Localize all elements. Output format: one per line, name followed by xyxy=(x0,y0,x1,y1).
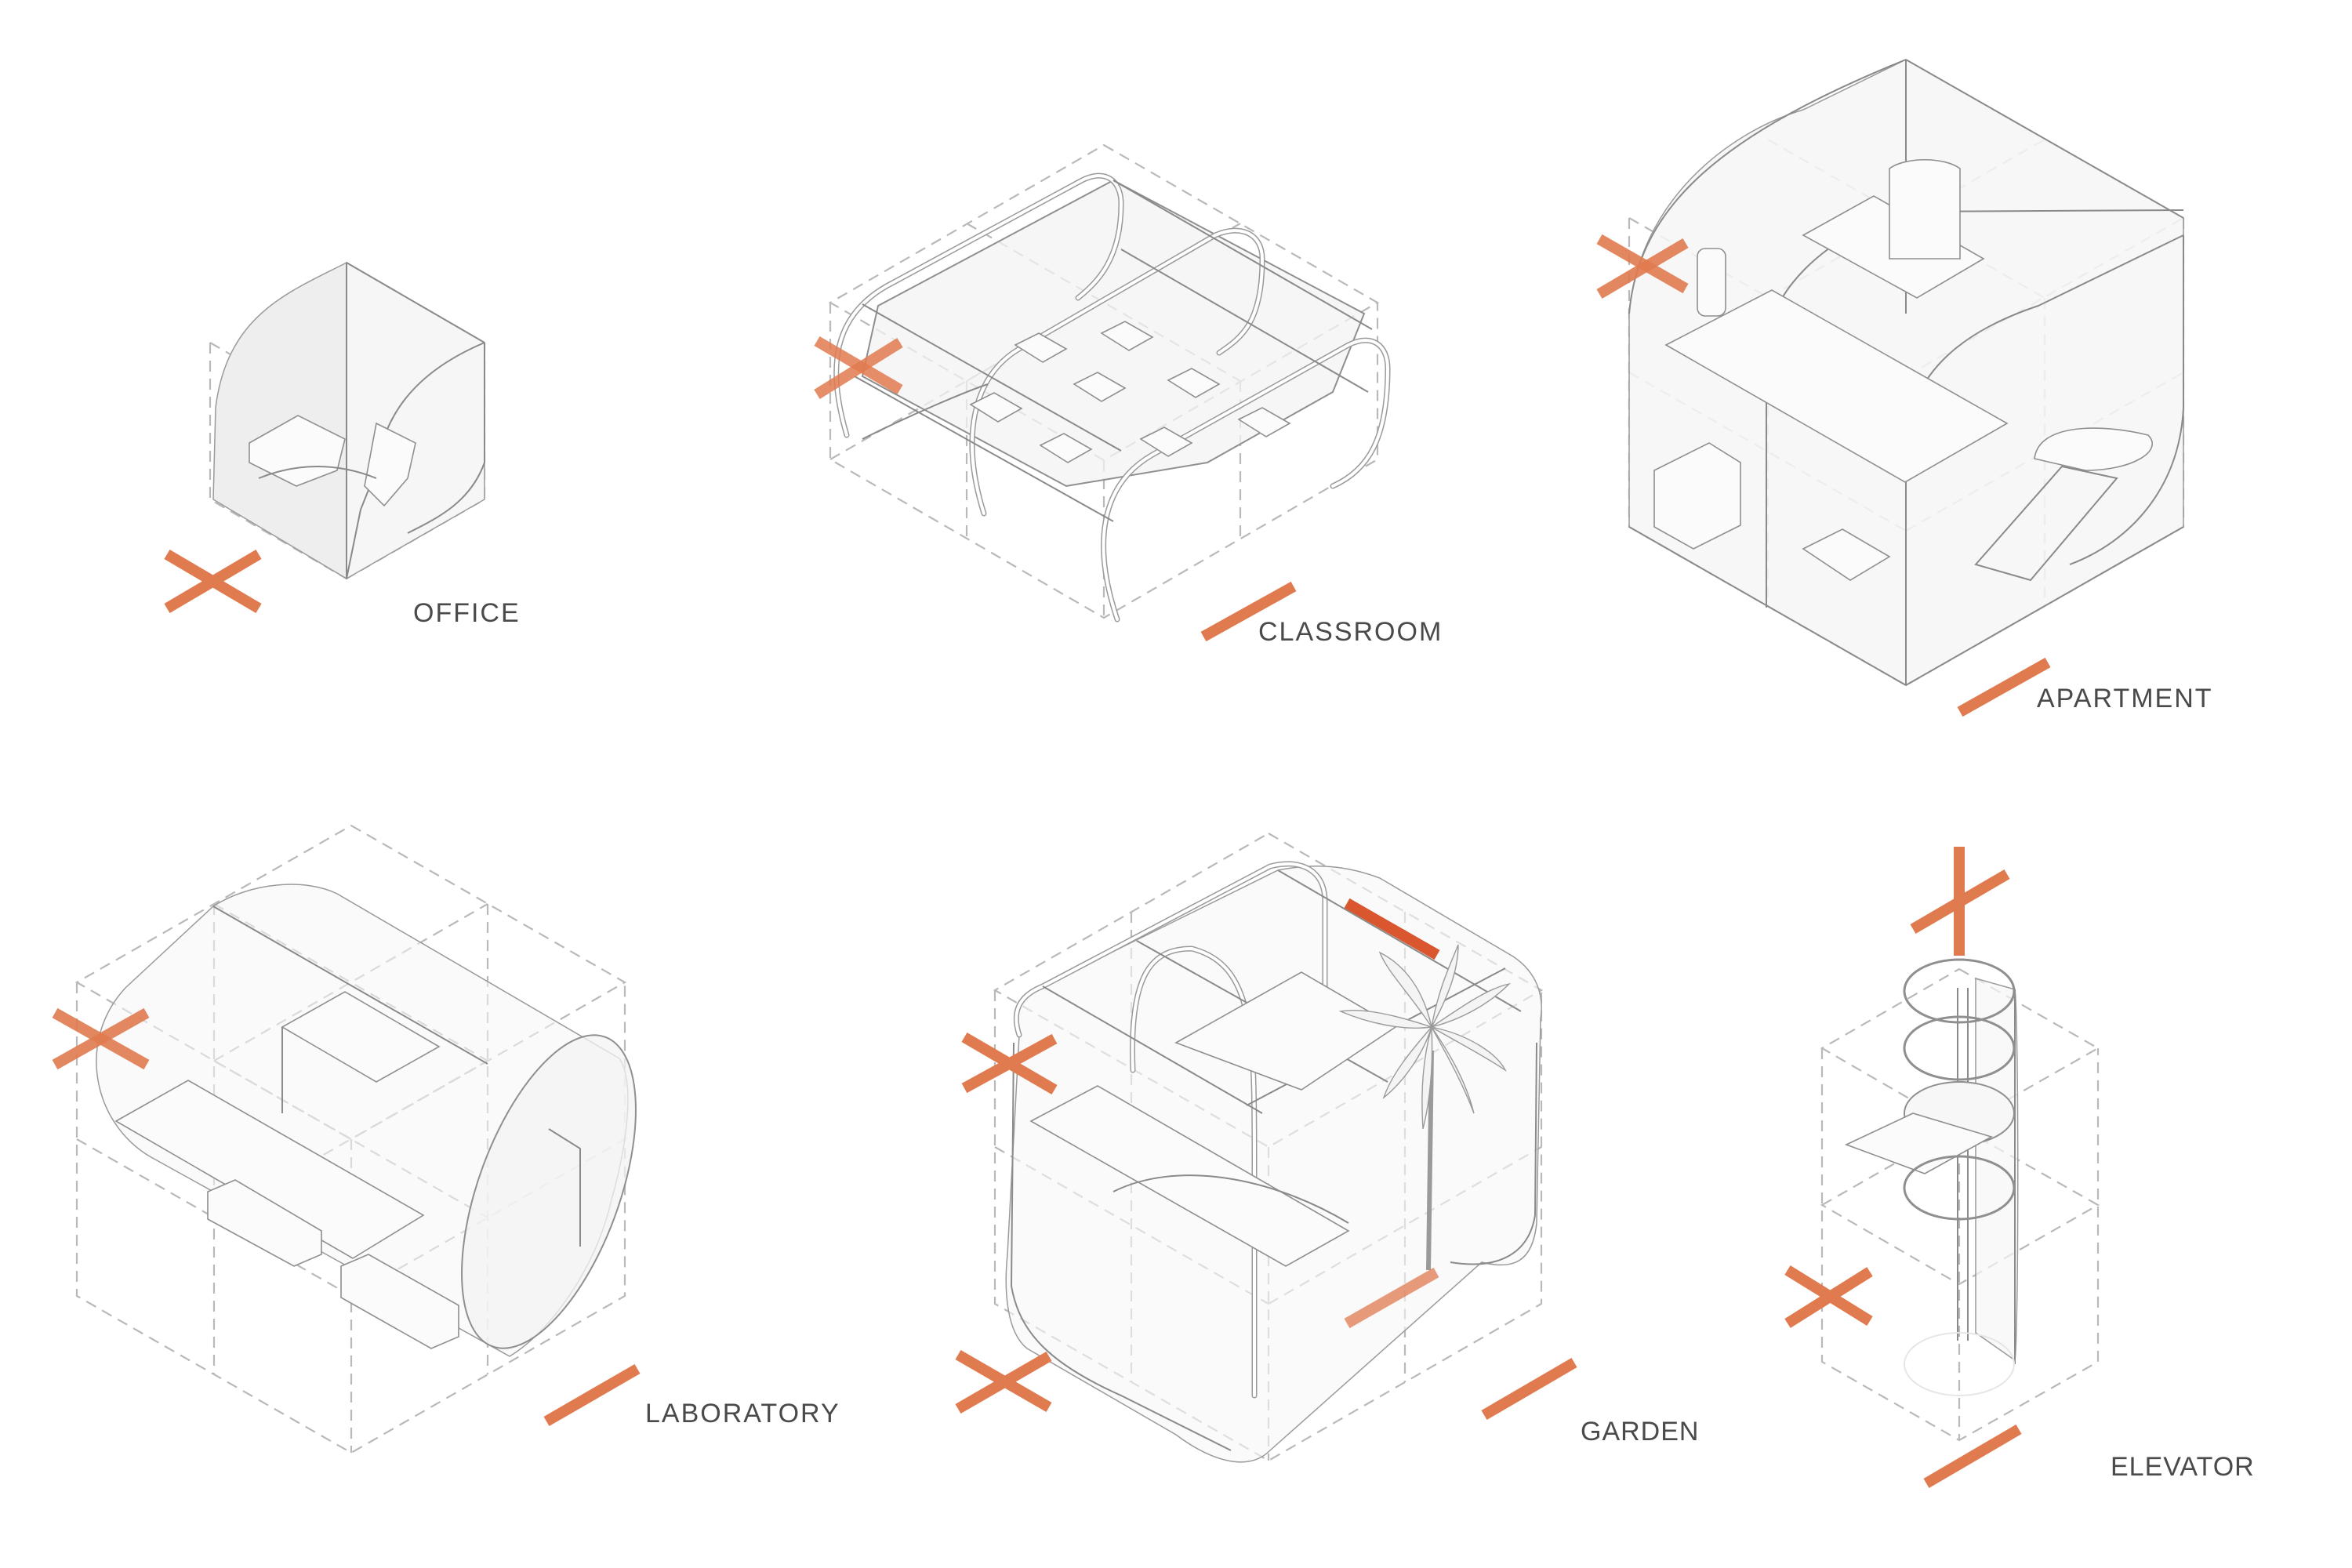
laboratory-module: LABORATORY xyxy=(52,824,840,1454)
elevator-shaft xyxy=(1844,958,2019,1396)
elevator-label: ELEVATOR xyxy=(2111,1452,2255,1482)
classroom-module: CLASSROOM xyxy=(814,143,1443,647)
laboratory-shell xyxy=(96,884,637,1357)
laboratory-x-marker xyxy=(52,1007,150,1070)
classroom-label: CLASSROOM xyxy=(1258,617,1443,647)
garden-slash-marker-top xyxy=(1344,898,1440,960)
elevator-module: ELEVATOR xyxy=(1784,847,2255,1489)
elevator-dashed-grid xyxy=(1820,967,2100,1442)
classroom-x-marker xyxy=(814,336,903,399)
garden-slash-marker-bottom xyxy=(1481,1357,1577,1421)
apartment-module: APARTMENT xyxy=(1596,59,2213,717)
garden-shell xyxy=(1005,861,1542,1463)
classroom-slash-marker xyxy=(1200,581,1297,642)
apartment-slash-marker xyxy=(1957,657,2051,717)
garden-slash-marker-inside xyxy=(1344,1267,1439,1329)
apartment-shell xyxy=(1628,59,2184,687)
office-x-marker xyxy=(164,549,262,614)
laboratory-slash-marker xyxy=(543,1363,641,1427)
classroom-desks xyxy=(969,321,1291,463)
garden-label: GARDEN xyxy=(1581,1417,1699,1446)
garden-module: GARDEN xyxy=(955,832,1699,1463)
classroom-shell xyxy=(833,172,1391,622)
elevator-cross-marker-top xyxy=(1910,847,2010,956)
apartment-x-marker xyxy=(1596,234,1689,299)
garden-x-marker-lower xyxy=(955,1349,1052,1414)
elevator-x-marker xyxy=(1784,1265,1873,1328)
garden-x-marker-upper xyxy=(961,1032,1058,1095)
laboratory-label: LABORATORY xyxy=(645,1399,840,1428)
palm-tree-icon xyxy=(1338,944,1512,1271)
office-module: OFFICE xyxy=(164,261,521,628)
office-shell xyxy=(212,261,485,580)
office-label: OFFICE xyxy=(413,598,521,628)
apartment-label: APARTMENT xyxy=(2037,684,2213,713)
elevator-slash-marker xyxy=(1923,1424,2022,1489)
